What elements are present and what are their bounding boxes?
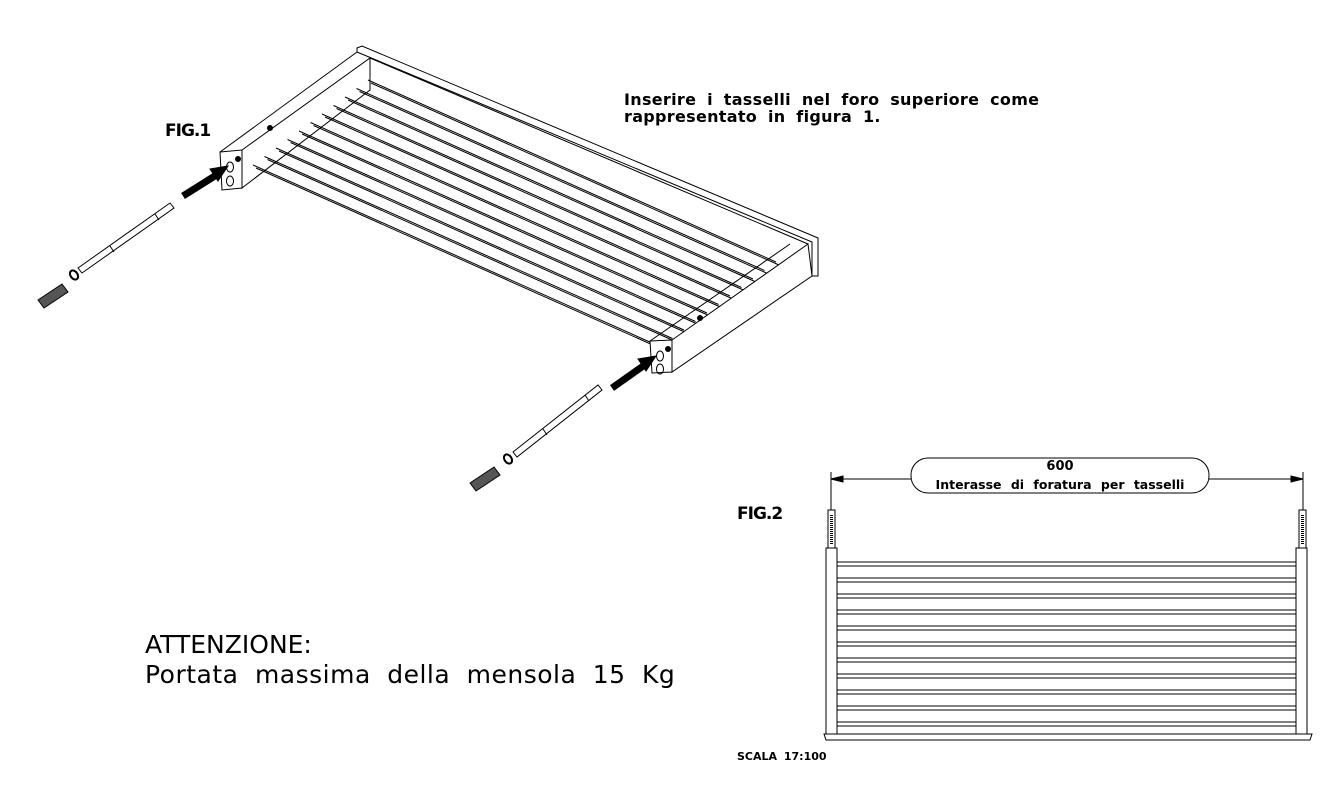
fig1-isometric-shelf	[37, 45, 819, 492]
left-end-hole	[235, 156, 241, 162]
rib-line	[310, 122, 719, 305]
left-end-hole	[267, 125, 273, 131]
rib-line	[324, 116, 734, 300]
dimension-callout	[910, 457, 1210, 494]
fixing-hole-lower	[226, 175, 234, 187]
rib-line	[359, 91, 768, 274]
dimension-arrow-right-icon	[1290, 475, 1304, 483]
rib-line	[356, 88, 765, 271]
rib-line	[278, 150, 688, 334]
fixing-hole-lower	[656, 363, 664, 375]
dimension-caption: Interasse di foratura per tasselli	[935, 477, 1185, 492]
right-end-hole	[697, 315, 703, 321]
shelf-right-end	[1295, 547, 1308, 735]
rib-line	[298, 130, 708, 314]
figure2-label: FIG.2	[737, 504, 783, 524]
warning-text: Portata massima della mensola 15 Kg	[145, 660, 676, 689]
drawing-scale: SCALA 17:100	[737, 750, 827, 763]
instruction-line-2: rappresentato in figura 1.	[624, 107, 881, 126]
instruction-line-1: Inserire i tasselli nel foro superiore c…	[624, 90, 1040, 109]
rib-line	[344, 96, 754, 280]
insert-arrow-icon	[609, 355, 658, 391]
shelf-back-wall	[356, 45, 819, 277]
rib-line	[275, 147, 685, 331]
shelf-base-plate	[823, 733, 1313, 741]
anchor-screw-right	[469, 384, 603, 492]
warning-title: ATTENZIONE:	[145, 630, 312, 659]
shelf-right-top-edge	[649, 243, 791, 342]
rib-line	[267, 159, 676, 342]
shelf-ribs	[252, 79, 780, 351]
shelf-back-inner-edge	[369, 57, 809, 245]
rib-line	[333, 105, 742, 288]
rib-line	[290, 142, 699, 325]
rib-line	[287, 139, 696, 322]
insert-arrow-icon	[181, 165, 230, 199]
rib-line	[347, 99, 757, 283]
right-end-hole	[665, 346, 671, 352]
rib-line	[313, 125, 722, 308]
rib-line	[367, 79, 777, 263]
rib-line	[255, 167, 665, 351]
anchor-screw-left	[37, 202, 175, 309]
rib-line	[301, 133, 711, 317]
shelf-left-top-edge	[219, 51, 358, 153]
dimension-arrow-left-icon	[830, 475, 844, 483]
rib-line	[321, 113, 731, 297]
rib-line	[336, 108, 745, 291]
rib-line	[252, 164, 662, 348]
rib-line	[370, 82, 780, 266]
figure1-label: FIG.1	[165, 121, 211, 141]
dimension-value: 600	[1046, 459, 1074, 474]
shelf-left-end	[825, 547, 838, 735]
shelf-front-ribs	[837, 561, 1296, 727]
fig2-front-view	[823, 457, 1313, 741]
rib-line	[264, 156, 673, 339]
